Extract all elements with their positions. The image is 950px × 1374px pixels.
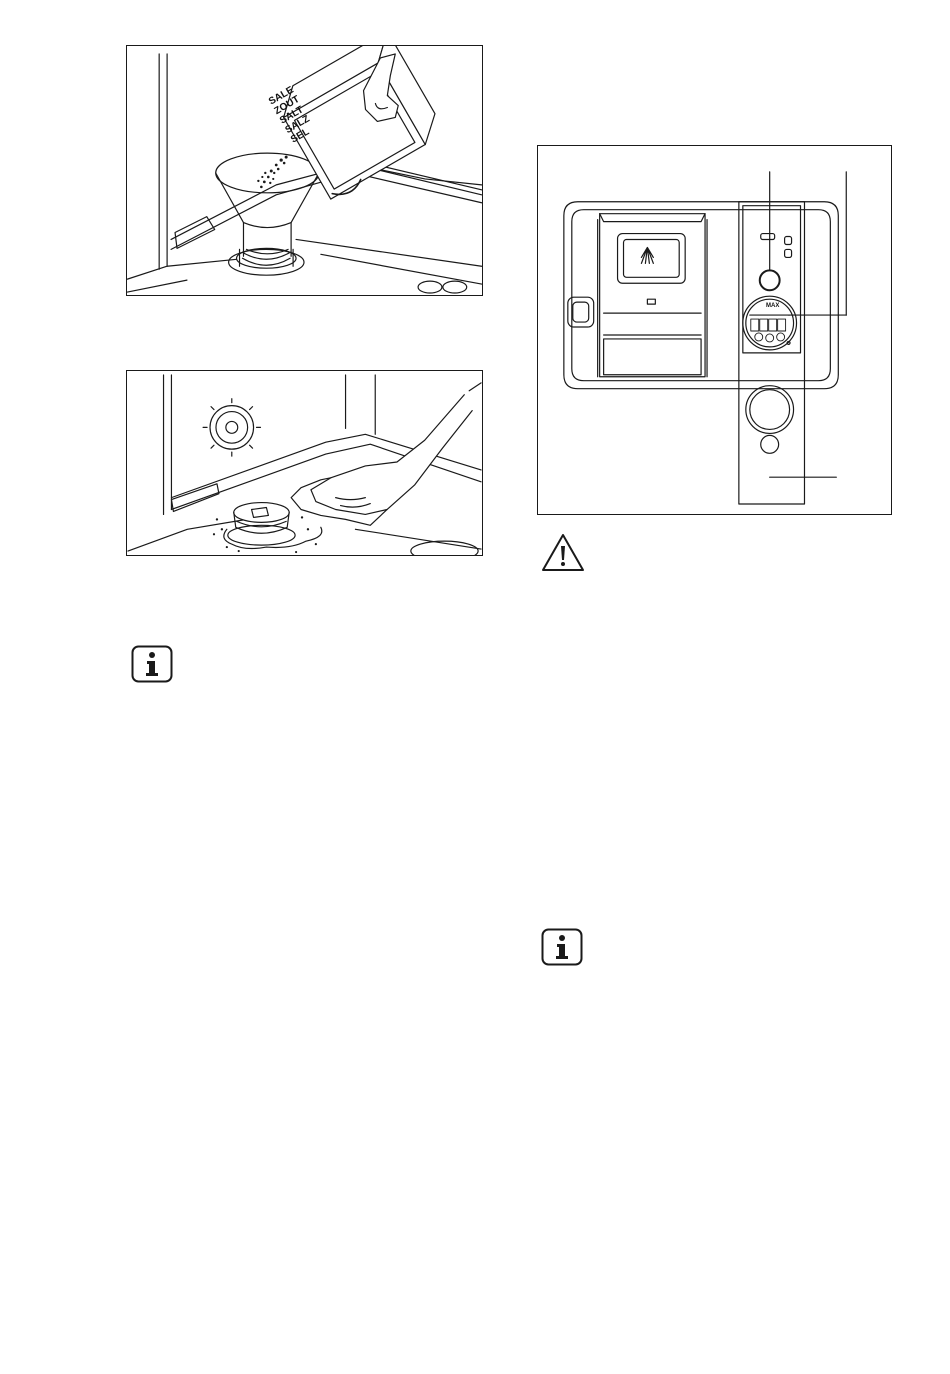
control-panel-illustration: MAX [537,145,892,515]
info-icon [131,645,173,683]
wipe-salt-illustration [126,370,483,556]
warning-icon [540,532,586,574]
salt-refill-illustration: SALE ZOUT SALT SALZ SEL [126,45,483,296]
indicator-max-label: MAX [766,303,779,309]
info-icon [541,928,583,966]
